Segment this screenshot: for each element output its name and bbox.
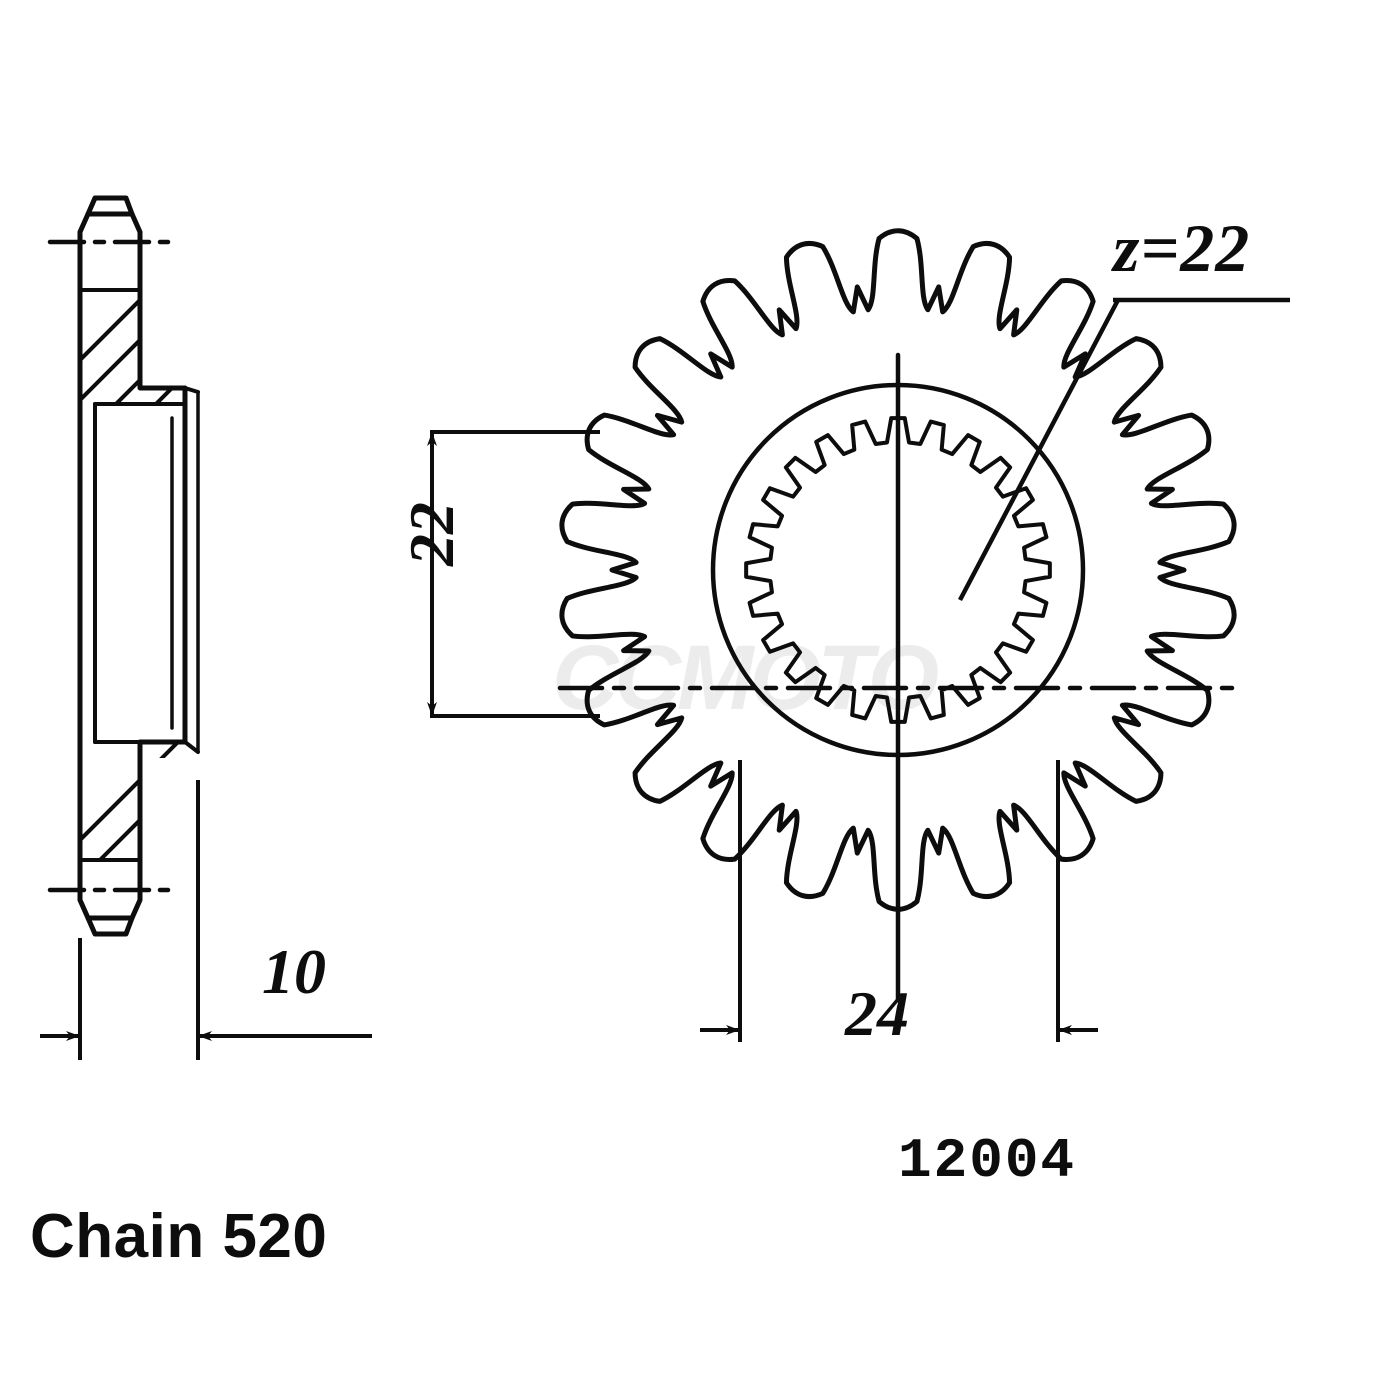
hub-dimension-24 <box>700 760 1098 1042</box>
front-face-view <box>557 228 1243 1003</box>
teeth-callout-label: z=22 <box>1113 210 1251 286</box>
thickness-dimension-10 <box>40 780 372 1060</box>
thickness-dimension-label: 10 <box>262 936 326 1007</box>
chain-spec-label: Chain 520 <box>30 1202 328 1271</box>
bore-dimension-label: 22 <box>396 502 467 566</box>
side-section-view <box>47 195 200 937</box>
bore-dimension-22 <box>427 430 600 718</box>
part-number-label: 12004 <box>898 1129 1077 1193</box>
teeth-callout-leader <box>958 297 1290 602</box>
hub-dimension-label: 24 <box>845 978 909 1049</box>
